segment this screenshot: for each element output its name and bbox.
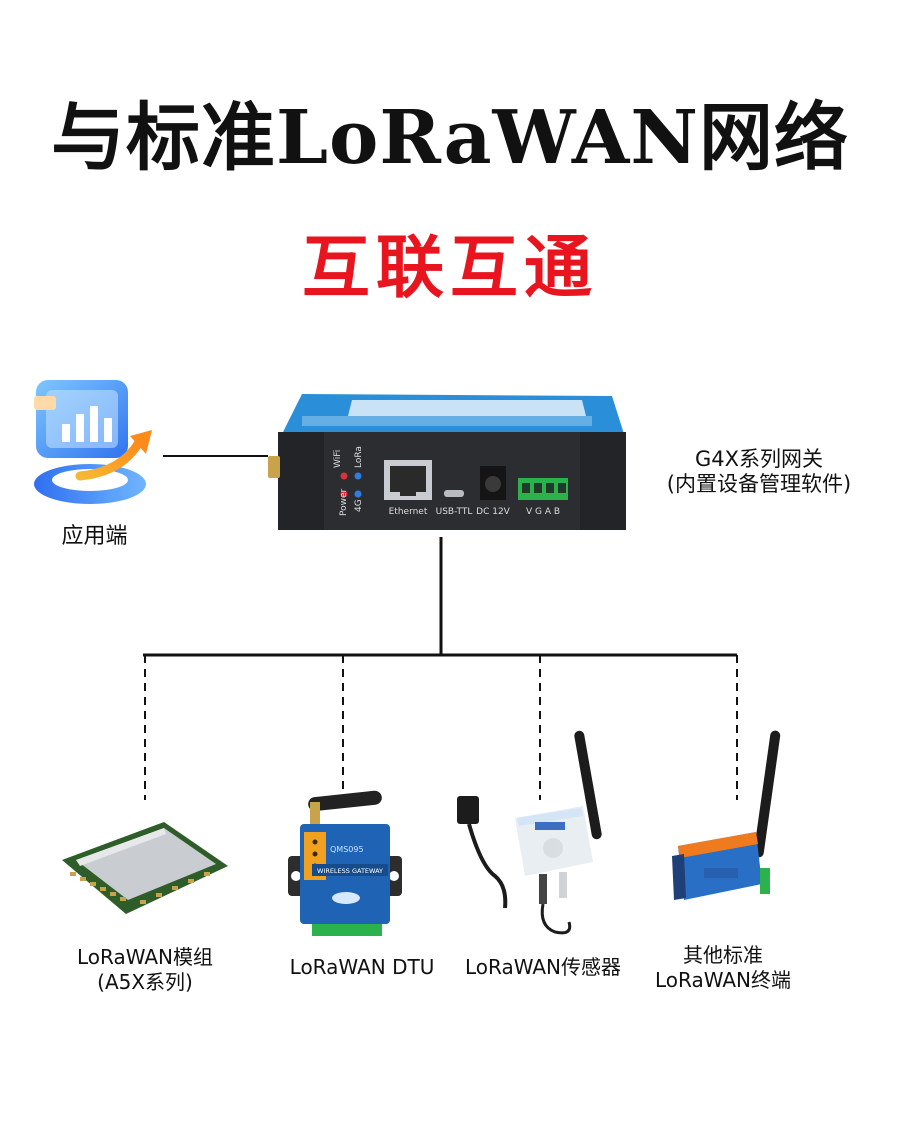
device-label-module: LoRaWAN模组 (A5X系列) [76,945,214,994]
lorawan-sensor-image [457,730,602,935]
terminal-block [518,478,568,500]
gateway-label-line2: (内置设备管理软件) [666,472,852,496]
lorawan-module-image [62,822,228,914]
gateway-body [278,432,626,530]
led-label-4g: 4G [354,499,364,512]
led-wifi [354,472,362,480]
led-lora [354,490,362,498]
led-label-power: Power [339,488,349,516]
device-label-other: 其他标准 LoRaWAN终端 [654,943,792,992]
page-title: 与标准LoRaWAN网络 [51,95,849,181]
lorawan-dtu-image: QMS095 WIRELESS GATEWAY [288,790,402,936]
usb-port [444,490,464,497]
application-label: 应用端 [61,524,128,549]
analytics-chart-icon [34,380,152,504]
terminal-label: V G A B [526,507,560,517]
gateway-label-line1: G4X系列网关 [694,447,824,471]
device-label-sensor: LoRaWAN传感器 [464,955,622,979]
dtu-brand: QMS095 [330,845,364,854]
device-label-dtu: LoRaWAN DTU [289,955,435,979]
led-label-wifi: WiFi [333,450,343,468]
other-lorawan-terminal-image [672,730,781,900]
usb-label: USB-TTL [436,507,473,517]
gateway-label: G4X系列网关 (内置设备管理软件) [628,447,890,497]
dc-label: DC 12V [476,507,511,517]
ethernet-label: Ethernet [389,507,428,517]
led-power [340,472,348,480]
led-label-lora: LoRa [354,446,364,468]
gateway-device: WiFi LoRa Power 4G Ethernet USB-TTL DC 1… [268,394,626,530]
dtu-subtitle: WIRELESS GATEWAY [317,867,383,875]
page-subtitle: 互联互通 [301,229,598,308]
